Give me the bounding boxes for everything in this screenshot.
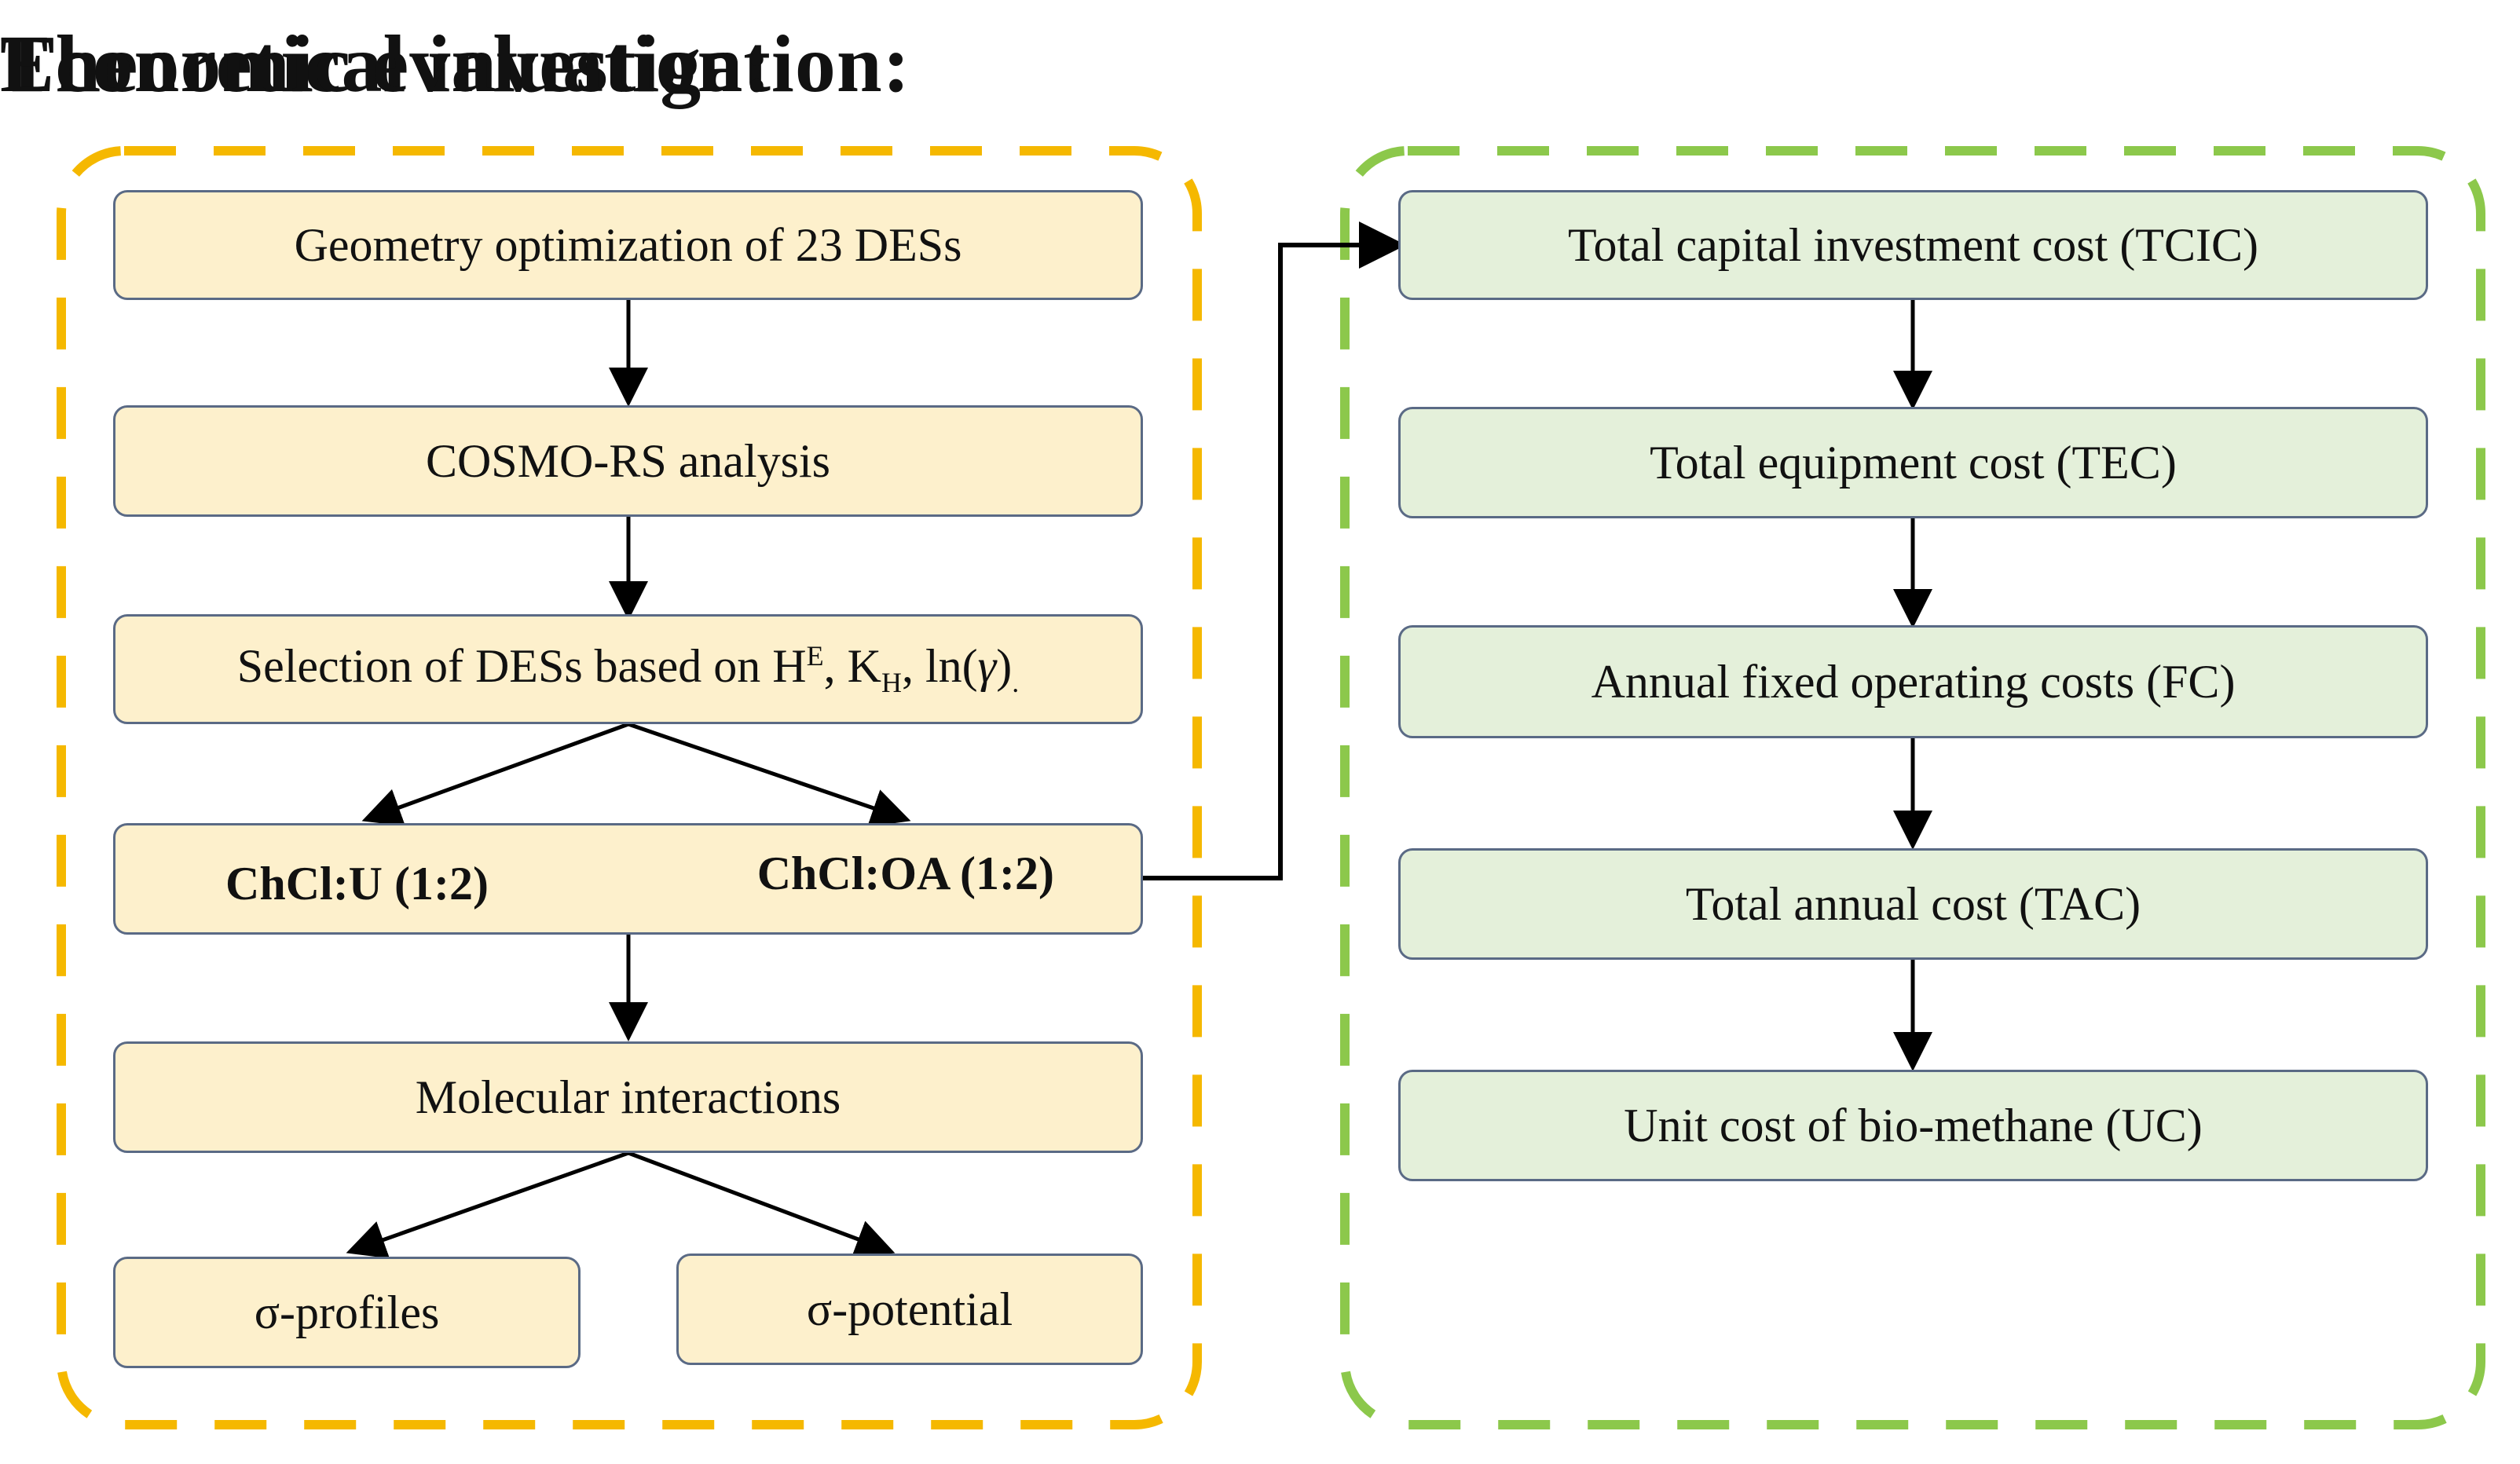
tcic-label: Total capital investment cost (TCIC): [1568, 218, 2258, 271]
fc-node: Annual fixed operating costs (FC): [1398, 625, 2428, 738]
fc-label: Annual fixed operating costs (FC): [1591, 655, 2236, 708]
economic-evaluation-title: Economic evaluation:: [0, 19, 771, 109]
chcl-u-label: ChCl:U (1:2): [225, 857, 489, 910]
sigma-profiles-label: σ-profiles: [254, 1286, 440, 1338]
des-selection-label: Selection of DESs based on HE, KH, ln(γ)…: [236, 640, 1020, 698]
economic-group-border: [1340, 146, 2485, 1429]
selected-des-node: ChCl:U (1:2) ChCl:OA (1:2): [113, 823, 1143, 935]
arrow-des-to-tcic: [1143, 221, 1406, 880]
sigma-potential-node: σ-potential: [676, 1254, 1143, 1365]
theoretical-group-border: [57, 146, 1202, 1429]
tac-node: Total annual cost (TAC): [1398, 848, 2428, 960]
sigma-potential-label: σ-potential: [806, 1283, 1013, 1335]
tcic-node: Total capital investment cost (TCIC): [1398, 190, 2428, 300]
tec-label: Total equipment cost (TEC): [1650, 436, 2177, 489]
theoretical-investigation-title: Theoretical investigation:: [0, 19, 911, 109]
des-selection-node: Selection of DESs based on HE, KH, ln(γ)…: [113, 614, 1143, 724]
cosmo-rs-node: COSMO-RS analysis: [113, 405, 1143, 517]
chcl-oa-label: ChCl:OA (1:2): [756, 847, 1054, 899]
cosmo-rs-label: COSMO-RS analysis: [425, 434, 831, 487]
arrow-molecular-to-sigma-potential: [628, 1151, 896, 1258]
arrow-molecular-to-sigma-profiles: [346, 1151, 629, 1259]
uc-label: Unit cost of bio-methane (UC): [1624, 1099, 2203, 1151]
sigma-profiles-node: σ-profiles: [113, 1257, 581, 1368]
arrow-selection-to-chcl-oa: [628, 722, 911, 827]
arrow-selection-to-chcl-u: [361, 722, 629, 826]
geometry-optimization-label: Geometry optimization of 23 DESs: [294, 218, 962, 271]
tac-label: Total annual cost (TAC): [1685, 877, 2141, 930]
tec-node: Total equipment cost (TEC): [1398, 407, 2428, 518]
molecular-interactions-label: Molecular interactions: [415, 1071, 841, 1123]
uc-node: Unit cost of bio-methane (UC): [1398, 1070, 2428, 1181]
geometry-optimization-node: Geometry optimization of 23 DESs: [113, 190, 1143, 300]
molecular-interactions-node: Molecular interactions: [113, 1041, 1143, 1153]
